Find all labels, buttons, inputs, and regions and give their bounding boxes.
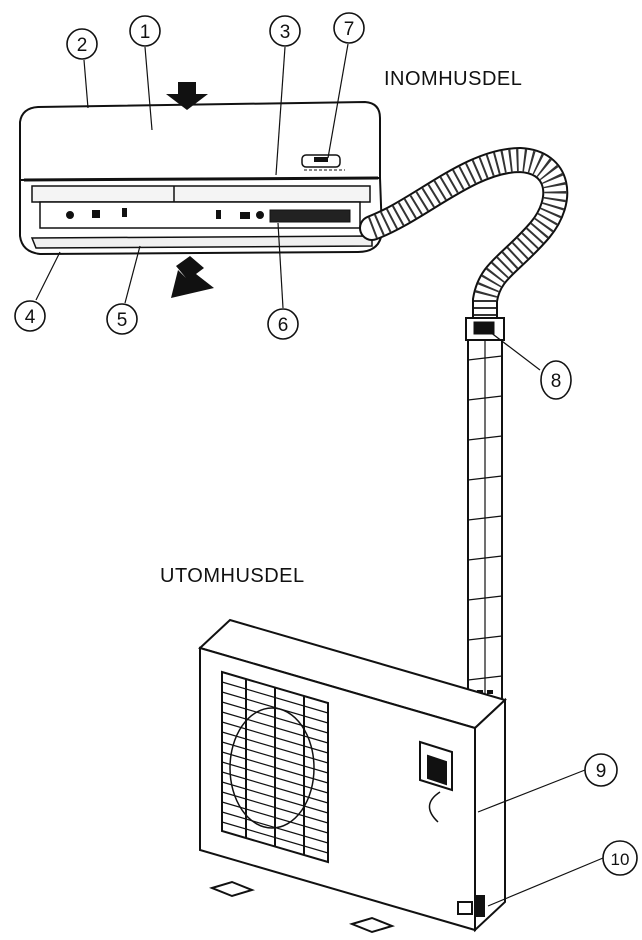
svg-text:8: 8 xyxy=(551,371,562,392)
svg-text:2: 2 xyxy=(77,35,88,56)
outdoor-unit xyxy=(198,618,507,934)
svg-text:9: 9 xyxy=(596,761,607,782)
callout-3: 3 xyxy=(269,15,301,47)
air-outlet-arrow xyxy=(171,256,214,298)
air-intake-arrow xyxy=(166,82,208,110)
connecting-pipe xyxy=(359,146,569,880)
callout-1: 1 xyxy=(129,15,161,47)
svg-text:4: 4 xyxy=(25,307,36,328)
svg-text:10: 10 xyxy=(611,850,630,869)
svg-text:3: 3 xyxy=(280,22,291,43)
callout-10: 10 xyxy=(602,840,638,876)
indoor-unit xyxy=(19,100,384,256)
indoor-unit-label: INOMHUSDEL xyxy=(384,68,523,90)
svg-text:5: 5 xyxy=(117,310,128,331)
callout-8: 8 xyxy=(540,360,572,400)
callout-7: 7 xyxy=(333,12,365,44)
callout-6: 6 xyxy=(267,308,299,340)
callout-leaders xyxy=(35,43,604,907)
callout-9: 9 xyxy=(584,753,618,787)
callout-4: 4 xyxy=(14,300,46,332)
svg-text:1: 1 xyxy=(140,22,151,43)
svg-text:6: 6 xyxy=(278,315,289,336)
outdoor-unit-label: UTOMHUSDEL xyxy=(160,565,305,587)
svg-text:7: 7 xyxy=(344,19,355,40)
callout-2: 2 xyxy=(66,28,98,60)
callouts: 1 2 3 7 4 5 6 8 9 10 xyxy=(14,12,638,876)
callout-5: 5 xyxy=(106,303,138,335)
